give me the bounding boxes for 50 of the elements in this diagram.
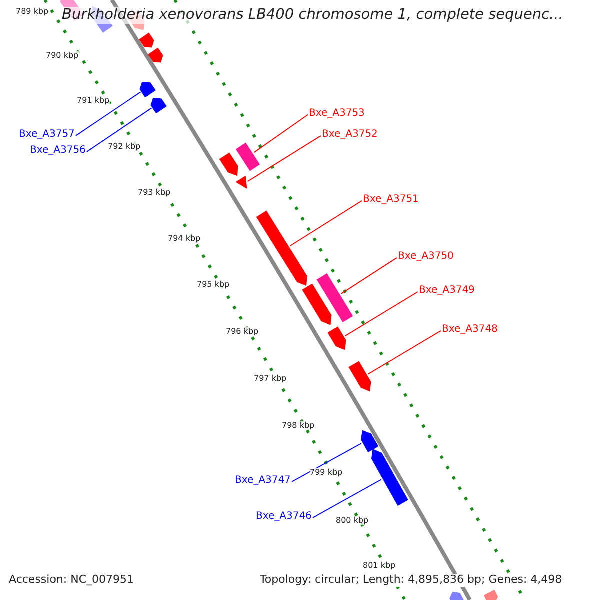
gene-label: Bxe_A3756 — [30, 145, 86, 156]
gene-label: Bxe_A3757 — [19, 129, 75, 140]
tick-label: 799 kbp — [310, 468, 343, 478]
gene-label: Bxe_A3747 — [235, 475, 291, 486]
leader-line — [75, 92, 142, 136]
tick-label: 790 kbp — [46, 51, 79, 60]
gene-block — [348, 361, 372, 392]
leader-line — [247, 135, 322, 182]
tick-label: 792 kbp — [108, 142, 141, 152]
leader-line — [344, 291, 418, 337]
tick-label: 798 kbp — [282, 421, 315, 430]
gene-block — [450, 592, 465, 600]
gene-label: Bxe_A3753 — [309, 108, 365, 120]
gene-block — [302, 284, 332, 326]
gene-block — [148, 48, 164, 63]
tick-label: 796 kbp — [226, 327, 259, 336]
tick-label: 794 kbp — [168, 234, 201, 244]
gene-label: Bxe_A3746 — [256, 511, 312, 522]
gene-triangle — [236, 176, 248, 189]
footer-text: Accession: NC_007951 — [9, 574, 134, 587]
leader-line — [291, 443, 362, 482]
gene-block — [256, 210, 308, 286]
leader-line — [86, 108, 152, 152]
gene-bar — [236, 142, 260, 172]
leader-line — [290, 200, 362, 246]
leader-line — [312, 479, 382, 518]
tick-label: 789 kbp — [16, 7, 49, 16]
leader-line — [368, 330, 442, 375]
gene-block — [372, 449, 408, 506]
title: Burkholderia xenovorans LB400 chromosome 1, complete sequenc... — [62, 7, 564, 24]
tick-label: 801 kbp — [363, 561, 396, 570]
gene-block — [361, 430, 379, 452]
gene-label: Bxe_A3751 — [363, 194, 419, 206]
tick-label: 795 kbp — [197, 280, 230, 290]
gene-block — [484, 590, 498, 600]
gene-label: Bxe_A3748 — [442, 324, 498, 336]
tick-label: 791 kbp — [77, 96, 110, 106]
gene-label: Bxe_A3750 — [398, 251, 454, 262]
gene-label: Bxe_A3749 — [419, 285, 475, 296]
leader-line — [254, 114, 308, 154]
footer-text: Topology: circular; Length: 4,895,836 bp; Genes: 4,498 — [260, 574, 562, 587]
gene-label: Bxe_A3752 — [322, 129, 378, 140]
tick-label: 793 kbp — [138, 188, 171, 198]
gene-block — [328, 326, 346, 350]
tick-label: 797 kbp — [254, 374, 287, 384]
gene-bar — [316, 274, 354, 322]
gene-block — [139, 32, 154, 48]
gene-block — [219, 152, 238, 176]
leader-line — [340, 257, 398, 294]
tick-label: 800 kbp — [336, 516, 369, 526]
